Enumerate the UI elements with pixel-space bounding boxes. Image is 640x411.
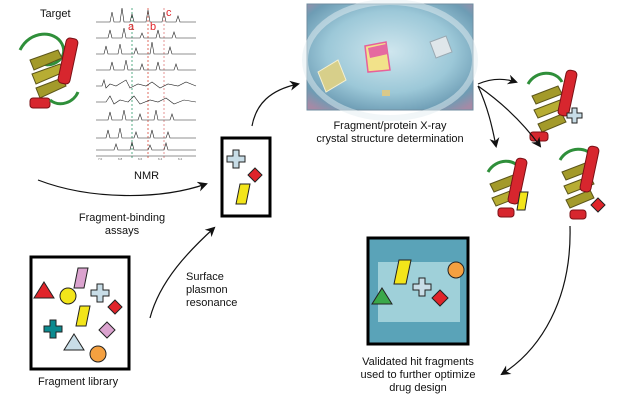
lightblue-cross-fragment [226,149,246,169]
target-label: Target [40,8,71,20]
validated-hits-label: Validated hit fragments used to further … [360,356,476,394]
nmr-peak-c-label: c [166,7,172,19]
protein-complex-left-icon [486,157,529,218]
fragment-library-box [29,255,131,371]
nmr-label: NMR [134,170,160,182]
svg-text:6.8: 6.8 [118,157,123,161]
validated-hits-box [366,236,470,346]
nmr-spectra-panel: 7.0 6.8 6.6 6.4 6.2 [96,7,197,161]
arrow-crystal-to-complex-top [477,74,518,85]
nmr-peak-a-label: a [128,21,135,33]
protein-complex-top-icon [526,69,583,142]
arrow-crystal-to-complex-left [477,85,500,148]
yellow-parallelogram-fragment [235,183,251,205]
arrow-nmr-to-hits [37,179,208,197]
nmr-peak-b-label: b [150,21,157,33]
arrow-library-to-hits [149,226,216,319]
arrow-complex-to-validated [500,225,571,376]
svg-text:7.0: 7.0 [98,157,103,161]
surface-plasmon-label: Surface plasmon resonance [186,271,238,309]
arrow-crystal-to-complex-right [477,85,542,148]
xray-label: Fragment/protein X-ray crystal structure… [316,120,464,145]
xray-crystal-image [302,0,478,121]
arrow-hits-to-crystal [251,80,300,127]
svg-text:6.2: 6.2 [178,157,183,161]
fragment-library-label: Fragment library [38,376,119,388]
svg-text:6.4: 6.4 [158,157,163,161]
fragment-binding-label: Fragment-binding assays [78,212,166,237]
protein-complex-right-icon [558,145,606,220]
svg-text:6.6: 6.6 [138,157,143,161]
target-protein-icon [18,32,80,109]
screening-hits-box [220,136,272,218]
red-diamond-fragment [247,167,263,183]
